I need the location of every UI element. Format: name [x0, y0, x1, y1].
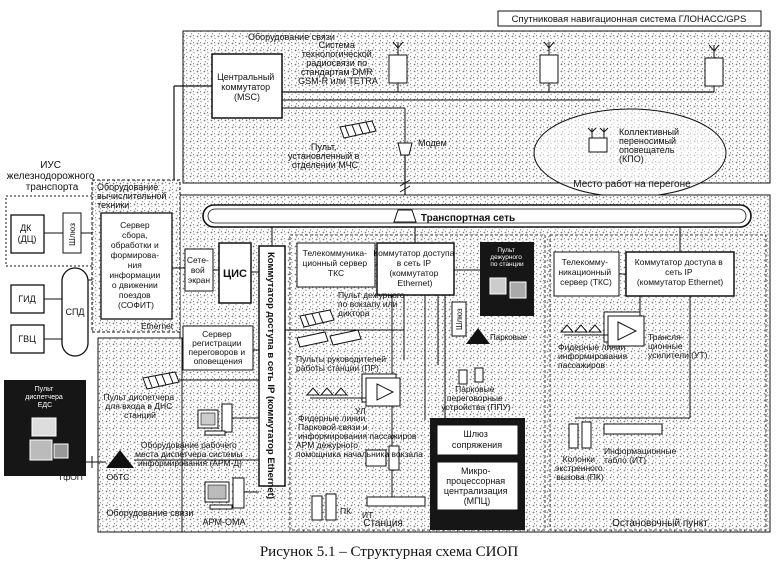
it-station-box [366, 496, 426, 507]
ius-label: ИУС железнодорожного транспорта [7, 160, 98, 193]
station-region [289, 234, 546, 531]
arm-duty-label: АРМ дежурного помощника начальника вокза… [296, 440, 423, 459]
amplifiers-label: Трансля- ционные усилители (УТ) [648, 332, 708, 360]
kpo-label: Коллективный переносимый оповещатель (КП… [619, 127, 682, 164]
park-station-label: Парковые [490, 333, 528, 342]
arm-oma-icon [204, 477, 245, 510]
arm-oma-label: АРМ-ОМА [203, 517, 246, 527]
switch-vertical-box [258, 245, 286, 487]
tks-station-box [296, 242, 376, 288]
comm-equipment-left-region [97, 337, 183, 533]
transport-node-icon [393, 209, 417, 223]
msc-console-label: Пульт, установленный в отделении МЧС [288, 142, 362, 170]
pk-label: ПК [340, 506, 351, 516]
pk-station-icon [311, 493, 337, 521]
dark-left-label: Пульт диспетчера ЕДС [25, 386, 64, 409]
duty-console-icon [299, 309, 335, 328]
switch-station-box [376, 242, 455, 296]
comm-equipment-label: Оборудование связи [248, 32, 335, 42]
cis-label: ЦИС [223, 268, 247, 280]
arm-duty-icon [365, 445, 400, 471]
firewall-label: Сете- вой экран [187, 255, 211, 285]
heads-consoles-label: Пульты руководителей работы станции (ПР) [296, 354, 388, 373]
switch-station-label: Коммутатор доступа в сеть IP (коммутатор… [373, 248, 457, 288]
tks-stop-box [553, 251, 620, 297]
park-devices-label: Парковые переговорные устройства (ППУ) [441, 384, 511, 412]
station-label: Станция [363, 518, 403, 529]
heads-consoles-icon [296, 329, 362, 348]
reg-server-box [182, 325, 254, 371]
switch-stop-label: Коммутатор доступа в сеть IP (коммутатор… [635, 257, 725, 287]
duty-console-label: Пульт дежурного по вокзалу или диктора [338, 290, 407, 318]
gvc-label: ГВЦ [18, 334, 36, 344]
gid-box [10, 284, 45, 314]
station-otc-icon [466, 328, 490, 344]
ul-label: УЛ [355, 406, 366, 416]
info-board-box [603, 423, 663, 435]
dark-station-label: Пульт дежурного по станции [490, 247, 524, 268]
sofit-label: Сервер сбора, обработки и формирова- ния… [109, 220, 162, 310]
comm-equipment2-label: Оборудование связи [107, 508, 194, 518]
radio-system-label: Система технологической радиосвязи по ст… [298, 40, 378, 86]
modem-label: Модем [418, 138, 447, 148]
feeder-lines-label: Фидерные линии Парковой связи и информир… [298, 413, 417, 441]
dispatcher-console-icon [142, 371, 180, 390]
feeder-stop-label: Фидерные линии информирования пассажиров [558, 342, 630, 370]
station-speakers-icon [305, 387, 349, 396]
tfop-label: ТфОП [58, 472, 83, 482]
satellite-label: Спутниковая навигационная система ГЛОНАС… [512, 14, 747, 25]
otc-label: ОбТС [107, 472, 130, 482]
computing-label: Оборудование вычислительной техники [97, 182, 169, 210]
dark-station-terminal-icon [489, 277, 527, 299]
mpc-label: Микро- процессорная централизация (МПЦ) [444, 466, 510, 506]
satellite-box [497, 10, 762, 27]
dispatcher-label: Пульт диспетчера для входа в ДНС станций [103, 392, 176, 420]
emergency-columns-label: Колонки экстренного вызова (ПК) [555, 454, 605, 482]
stop-amplifier-icon [603, 311, 645, 347]
arm-d-label: Оборудование рабочего места диспетчера с… [135, 440, 245, 468]
firewall-box [184, 248, 214, 292]
sofit-box [100, 212, 173, 320]
radio-station-2 [539, 41, 559, 84]
arm-d-icon [197, 403, 233, 436]
mpc-box [436, 461, 519, 511]
switch-vertical-label: Коммутатор доступа в сеть IP (коммутатор… [265, 252, 276, 499]
gateway-station-box [451, 301, 467, 337]
spd-label: СПД [65, 307, 84, 317]
amplifier-ul-icon [361, 373, 401, 407]
emergency-columns-icon [568, 421, 592, 449]
stop-point-label: Остановочный пункт [612, 518, 708, 529]
otc-icon [106, 450, 134, 468]
stop-region [549, 234, 767, 531]
workplace-label: Место работ на перегоне [573, 178, 691, 190]
transport-network-bus [202, 204, 752, 228]
reg-server-label: Сервер регистрации переговоров и оповеще… [188, 329, 247, 366]
modem-icon [397, 142, 413, 156]
gid-label: ГИД [18, 294, 35, 304]
kpo-icon [587, 127, 609, 153]
ethernet-label: Ethernet [141, 321, 174, 331]
cis-box [218, 242, 252, 304]
transport-network-label: Транспортная сеть [421, 213, 515, 224]
msc-label: Центральный коммутатор (MSC) [217, 72, 277, 102]
gateway-station-label: Шлюз [455, 308, 464, 330]
spd-box [61, 267, 89, 357]
radio-station-3 [704, 44, 724, 87]
gateway-left-label: Шлюз [67, 223, 77, 246]
dk-label: ДК (ДЦ) [18, 223, 37, 244]
msc-console-icon [339, 120, 377, 139]
stop-speakers-icon [559, 324, 603, 333]
dark-left-terminal-icon [29, 417, 69, 461]
tks-station-label: Телекоммуника- ционный сервер ТКС [303, 248, 370, 278]
gateway-pair-label: Шлюз сопряжения [452, 429, 502, 450]
info-boards-label: Информационные табло (ИТ) [604, 446, 679, 465]
tks-stop-label: Телекомму- никационный сервер (ТКС) [558, 257, 613, 287]
park-devices-icon [458, 367, 484, 385]
figure-caption: Рисунок 5.1 – Структурная схема СИОП [260, 544, 518, 560]
it-station-label: ИТ [362, 510, 373, 520]
dk-box [10, 214, 45, 254]
dark-station-block [480, 242, 534, 316]
